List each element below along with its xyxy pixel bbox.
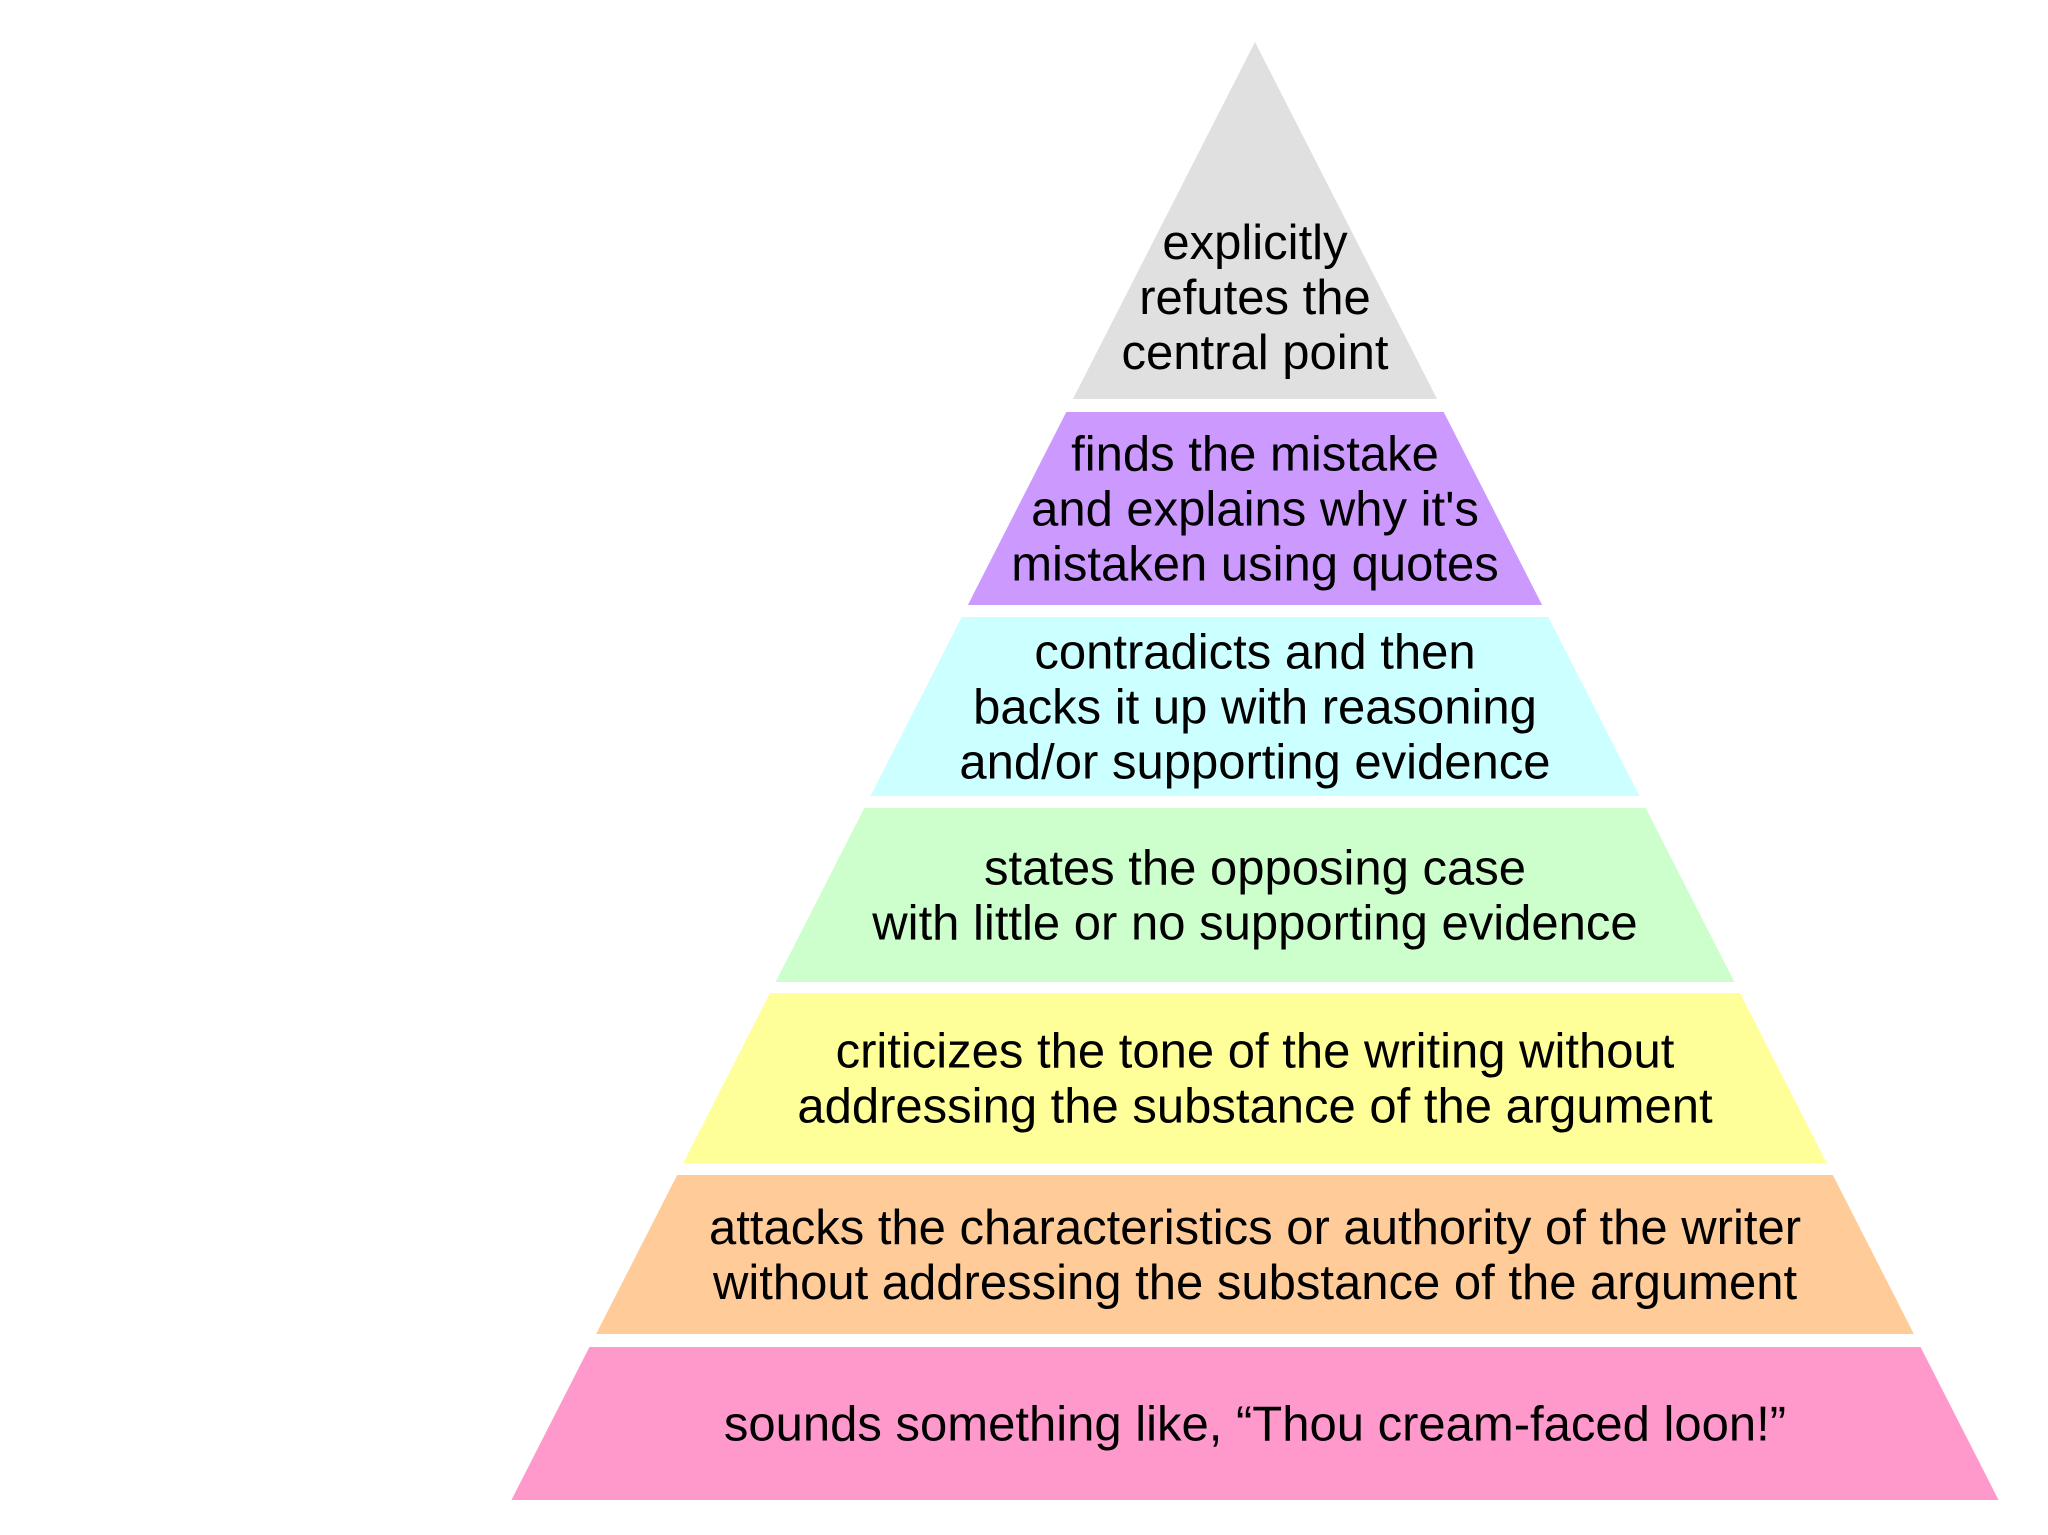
tier-label-level-2: attacks the characteristics or authority… [709, 1201, 1801, 1310]
tier-label-line: sounds something like, “Thou cream-faced… [724, 1398, 1786, 1452]
tiers-layer [511, 42, 1999, 1500]
tier-label-line: central point [1122, 326, 1389, 380]
tier-label-line: refutes the [1139, 271, 1371, 325]
tier-label-level-1: sounds something like, “Thou cream-faced… [724, 1398, 1786, 1452]
tier-label-line: addressing the substance of the argument [797, 1080, 1713, 1134]
tier-label-line: states the opposing case [984, 842, 1526, 896]
pyramid-tier-level-2 [596, 1175, 1914, 1334]
tier-label-line: with little or no supporting evidence [871, 897, 1637, 951]
pyramid-tier-level-4 [775, 808, 1735, 982]
tier-label-line: explicitly [1162, 216, 1348, 270]
tier-label-line: without addressing the substance of the … [712, 1256, 1798, 1310]
tier-label-line: and explains why it's [1031, 483, 1479, 537]
tier-label-line: criticizes the tone of the writing witho… [836, 1025, 1675, 1079]
tier-label-line: backs it up with reasoning [973, 681, 1537, 735]
pyramid-tier-level-3 [683, 993, 1827, 1163]
pyramid-tier-level-6 [967, 412, 1543, 605]
pyramid-tier-level-5 [870, 617, 1640, 796]
tier-label-line: attacks the characteristics or authority… [709, 1201, 1801, 1255]
tier-label-line: finds the mistake [1071, 428, 1439, 482]
tier-label-line: mistaken using quotes [1011, 538, 1499, 592]
pyramid-tier-level-1 [511, 1347, 1999, 1500]
tier-label-line: and/or supporting evidence [959, 736, 1550, 790]
tier-label-level-3: criticizes the tone of the writing witho… [797, 1025, 1713, 1134]
tier-label-line: contradicts and then [1034, 626, 1475, 680]
pyramid-tier-level-7 [1072, 42, 1438, 399]
